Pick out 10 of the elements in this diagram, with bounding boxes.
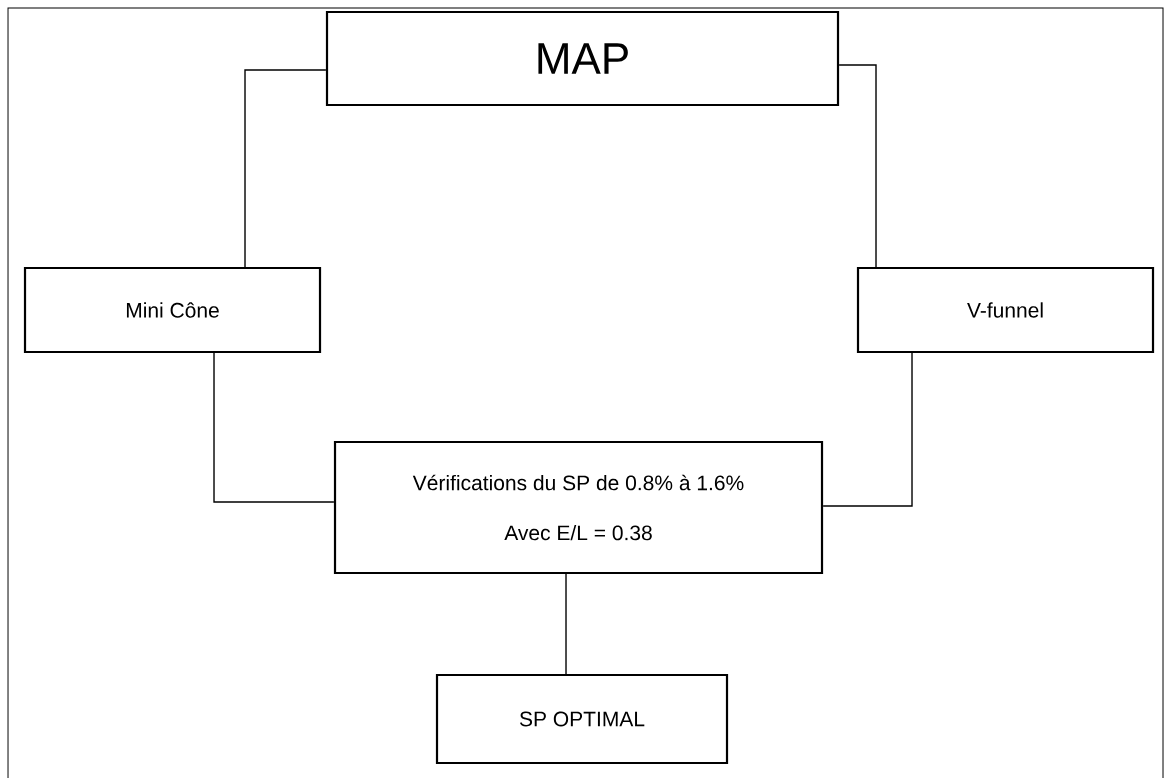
connector-line	[838, 64, 877, 268]
process-box: MAP	[325, 10, 840, 107]
connector-line	[822, 352, 913, 507]
connector-line	[244, 69, 327, 268]
connector-line	[213, 352, 335, 503]
process-box: SP OPTIMAL	[435, 673, 729, 765]
process-box: Vérifications du SP de 0.8% à 1.6% Avec E/L = 0.38	[333, 440, 824, 575]
connector-line	[565, 573, 567, 675]
process-box: V-funnel	[856, 266, 1155, 354]
process-box: Mini Cône	[23, 266, 322, 354]
